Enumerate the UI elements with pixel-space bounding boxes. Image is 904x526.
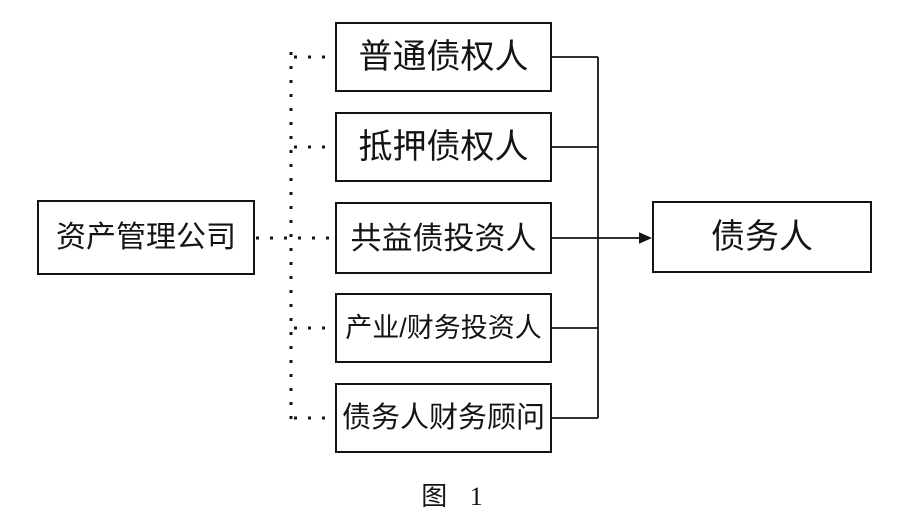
arrow-head-icon [639,232,652,244]
node-ordinary-creditor: 普通债权人 [335,22,552,92]
node-dip-investor-label: 共益债投资人 [350,220,537,256]
node-industrial-financial-investor: 产业/财务投资人 [335,293,552,363]
node-debtor: 债务人 [652,201,872,273]
node-asset-management-company: 资产管理公司 [37,200,255,275]
node-dip-investor: 共益债投资人 [335,202,552,274]
node-secured-creditor: 抵押债权人 [335,112,552,182]
node-debtor-financial-advisor-label: 债务人财务顾问 [341,401,545,434]
node-asset-management-company-label: 资产管理公司 [56,220,236,254]
node-industrial-financial-investor-label: 产业/财务投资人 [345,312,542,343]
node-debtor-label: 债务人 [711,218,813,256]
figure-caption: 图 1 [421,482,483,511]
node-ordinary-creditor-label: 普通债权人 [358,38,529,76]
node-debtor-financial-advisor: 债务人财务顾问 [335,383,552,453]
node-secured-creditor-label: 抵押债权人 [358,128,529,166]
